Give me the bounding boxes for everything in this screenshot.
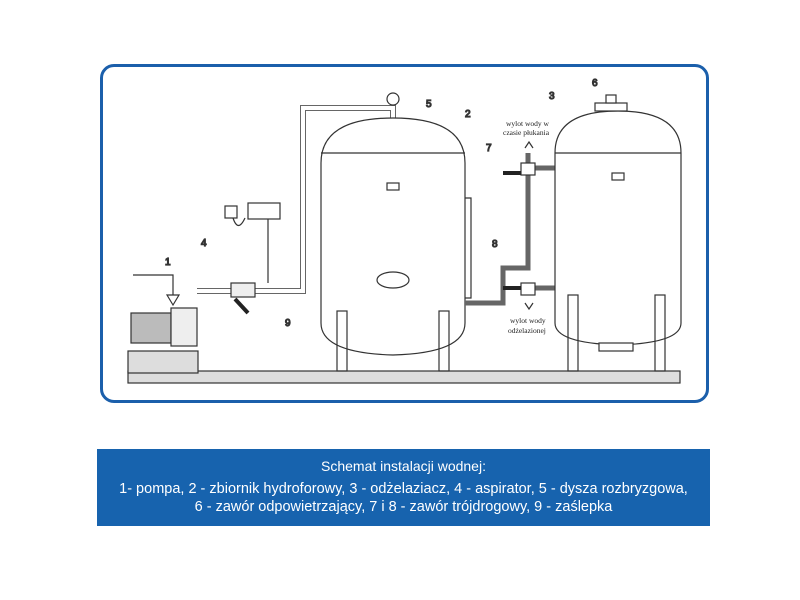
caption-box: Schemat instalacji wodnej: 1- pompa, 2 -…: [97, 449, 710, 526]
caption-line-1: 1- pompa, 2 - zbiornik hydroforowy, 3 - …: [119, 481, 688, 497]
flush-outlet-text-1: wylot wody w: [506, 119, 550, 128]
pump-base: [127, 350, 199, 374]
connecting-pipe: [465, 153, 531, 306]
water-installation-diagram: 1 2 3 4 5 6 7 8 9 wylot wody w czasie pł…: [127, 77, 682, 384]
diagram-frame: 1 2 3 4 5 6 7 8 9 wylot wody w czasie pł…: [100, 64, 709, 403]
caption-line-2: 6 - zawór odpowietrzający, 7 i 8 - zawór…: [194, 499, 613, 515]
label-1: 1: [165, 257, 171, 268]
label-9: 9: [285, 318, 291, 329]
deiron-outlet-text-1: wylot wody: [510, 316, 546, 325]
aspirator: [224, 202, 281, 315]
tank-hydrophore: [320, 117, 472, 372]
label-5: 5: [426, 99, 432, 110]
label-7: 7: [486, 143, 492, 154]
label-8: 8: [492, 239, 498, 250]
label-4: 4: [201, 238, 207, 249]
valve-8: [520, 282, 536, 296]
flush-outlet-text-2: czasie płukania: [503, 128, 550, 137]
valve-7: [520, 162, 536, 176]
label-2: 2: [465, 109, 471, 120]
pressure-gauge: [386, 92, 400, 106]
caption-title: Schemat instalacji wodnej:: [321, 458, 486, 474]
pump: [130, 274, 198, 347]
ground: [127, 370, 681, 384]
label-3: 3: [549, 91, 555, 102]
tank-deironer: [554, 94, 682, 372]
deiron-outlet-text-2: odżelazionej: [508, 326, 546, 335]
label-6: 6: [592, 78, 598, 89]
